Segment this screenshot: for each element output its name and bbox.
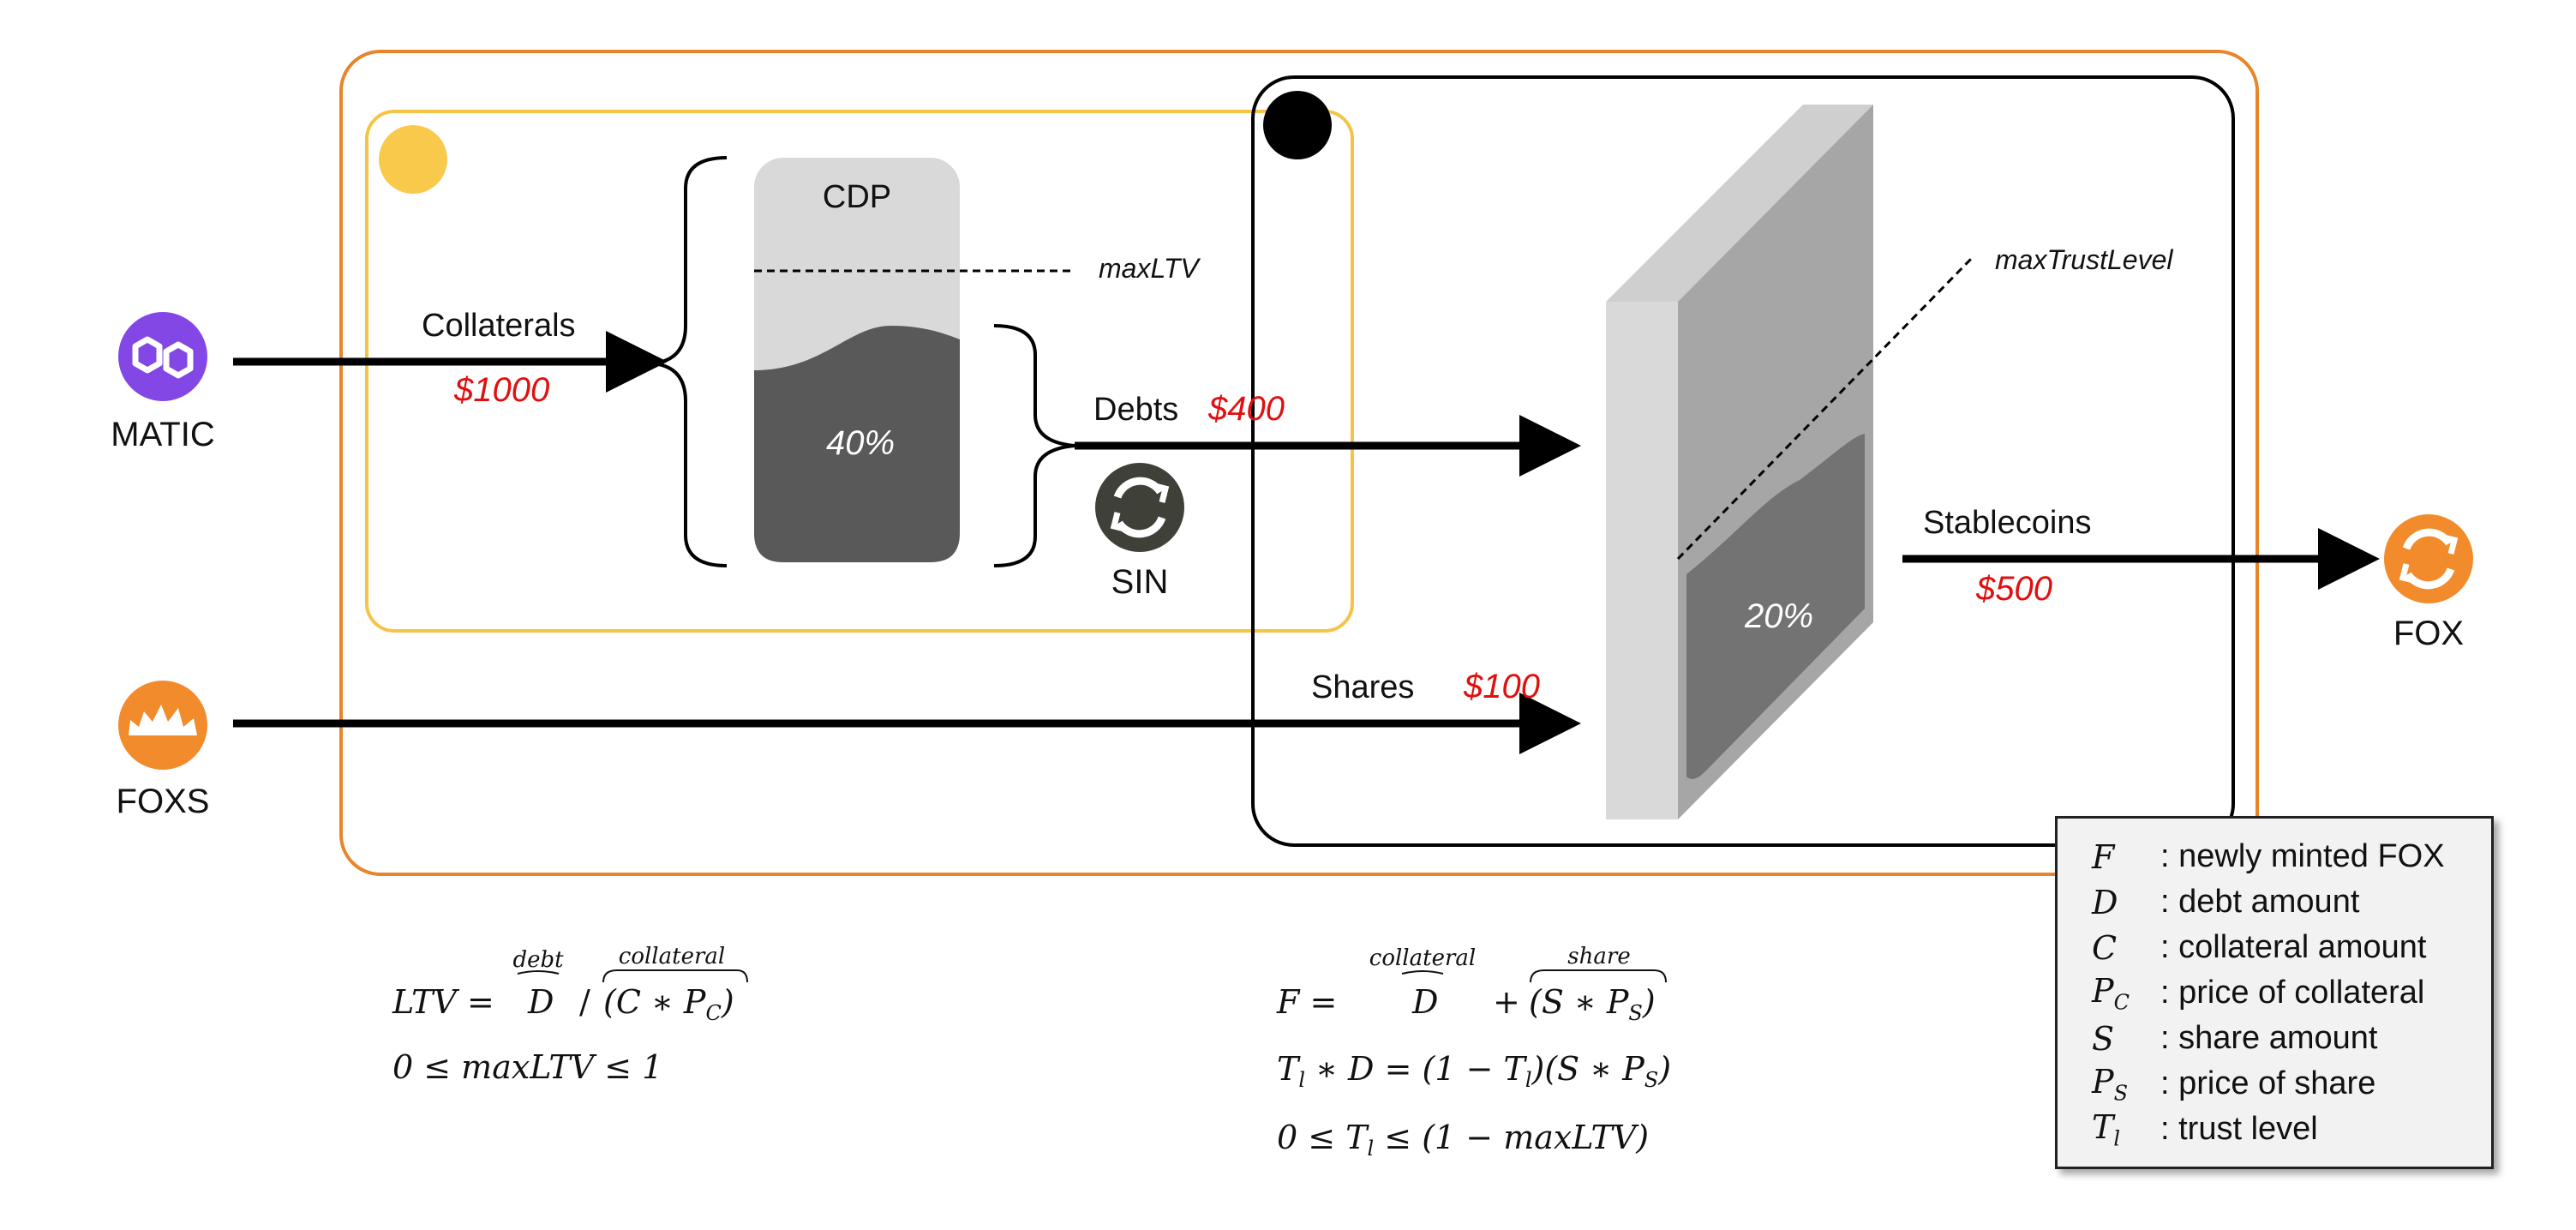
legend-row: S : share amount: [2092, 1016, 2491, 1061]
vault-marker-dot: [1263, 91, 1332, 159]
vault-frame: [1251, 75, 2235, 847]
fox-formula: F = collateral D + share (S ∗ PS) Tl ∗ D…: [1276, 944, 1671, 1161]
sin-icon: [1095, 463, 1184, 552]
legend-symbol-letter: S: [2092, 1019, 2115, 1058]
cdp-debt-fill: [754, 326, 960, 562]
ltv-debt-overlabel: debt: [512, 947, 564, 973]
legend-row: F : newly minted FOX: [2092, 834, 2491, 879]
svg-text:+: +: [1493, 983, 1520, 1021]
svg-text:0 ≤ maxLTV ≤ 1: 0 ≤ maxLTV ≤ 1: [392, 1048, 662, 1086]
max-trust-line: [1676, 255, 1974, 561]
legend-row: C : collateral amount: [2092, 925, 2491, 970]
svg-text:D: D: [527, 983, 554, 1021]
legend-description: : share amount: [2160, 1020, 2378, 1056]
cdp-title: CDP: [823, 179, 891, 215]
vault-fill: [1686, 434, 1865, 779]
shares-label: Shares: [1311, 669, 1414, 705]
legend-description: : trust level: [2160, 1111, 2318, 1147]
max-ltv-label: maxLTV: [1099, 253, 1201, 284]
max-trust-label: maxTrustLevel: [1995, 244, 2173, 275]
debt-brace: [993, 324, 1075, 567]
ltv-collateral-overlabel: collateral: [619, 944, 725, 969]
fox-icon: [2384, 514, 2473, 603]
legend-symbol: F: [2092, 838, 2160, 876]
svg-text:F =: F =: [1276, 983, 1337, 1021]
matic-label: MATIC: [111, 416, 214, 453]
stablecoins-value: $500: [1975, 570, 2052, 608]
svg-text:LTV =: LTV =: [392, 983, 494, 1021]
svg-text:(S ∗ PS): (S ∗ PS): [1529, 983, 1656, 1025]
vault-ratio-label: 20%: [1744, 597, 1813, 635]
system-frame: [339, 50, 2259, 876]
cdp-marker-dot: [379, 125, 447, 194]
cdp-ratio-label: 40%: [826, 424, 895, 462]
legend-row: PC: price of collateral: [2092, 970, 2491, 1016]
legend-symbol: PC: [2092, 972, 2160, 1015]
legend-symbol-subscript: l: [2113, 1126, 2121, 1151]
sin-logo-icon: [1110, 477, 1170, 538]
stablecoins-label: Stablecoins: [1923, 505, 2091, 541]
legend-symbol-subscript: S: [2113, 1081, 2129, 1106]
collaterals-value: $1000: [453, 371, 549, 409]
f-collateral-overlabel: collateral: [1369, 945, 1476, 971]
debts-value: $400: [1207, 390, 1285, 428]
legend-symbol-letter: T: [2092, 1107, 2114, 1146]
svg-text:D: D: [1411, 983, 1438, 1021]
fox-label: FOX: [2393, 615, 2464, 652]
legend-row: Tl: trust level: [2092, 1107, 2491, 1152]
collaterals-label: Collaterals: [422, 308, 576, 344]
legend-symbol: D: [2092, 884, 2160, 921]
legend-symbol: C: [2092, 929, 2160, 967]
debts-label: Debts: [1093, 392, 1178, 428]
flame-logo-icon: [129, 705, 197, 735]
legend-description: : newly minted FOX: [2160, 838, 2445, 874]
legend-symbol: PS: [2092, 1063, 2160, 1106]
cdp-frame: [365, 110, 1354, 633]
legend-description: : debt amount: [2160, 884, 2360, 920]
legend-symbol-letter: P: [2092, 1062, 2114, 1101]
legend-description: : price of collateral: [2160, 975, 2425, 1011]
legend-symbol-letter: C: [2092, 928, 2118, 967]
legend-symbol-letter: D: [2092, 883, 2118, 921]
fox-logo-icon: [2399, 528, 2459, 590]
ltv-formula: LTV = debt D / collateral (C ∗ PC) 0 ≤ m…: [392, 944, 748, 1086]
legend-symbol-subscript: C: [2113, 990, 2130, 1015]
svg-text:0 ≤ Tl ≤ (1 − maxLTV): 0 ≤ Tl ≤ (1 − maxLTV): [1277, 1119, 1649, 1161]
legend-description: : collateral amount: [2160, 929, 2427, 965]
legend-description: : price of share: [2160, 1065, 2376, 1101]
matic-icon: [118, 312, 207, 401]
legend-symbol: S: [2092, 1020, 2160, 1058]
svg-text:(C ∗ PC): (C ∗ PC): [603, 983, 734, 1025]
legend-symbol: Tl: [2092, 1108, 2160, 1151]
legend-symbol-letter: F: [2092, 837, 2115, 876]
f-share-overlabel: share: [1567, 944, 1630, 969]
legend-row: PS: price of share: [2092, 1061, 2491, 1107]
polygon-logo-icon: [132, 336, 194, 379]
svg-text:Tl ∗ D = (1 − Tl)(S ∗ PS): Tl ∗ D = (1 − Tl)(S ∗ PS): [1277, 1050, 1671, 1092]
legend-symbol-letter: P: [2092, 971, 2114, 1010]
vault-slab-side: [1606, 302, 1678, 819]
sin-label: SIN: [1111, 563, 1169, 601]
collateral-brace: [652, 156, 728, 567]
vault-slab-top-edge: [1606, 105, 1873, 302]
shares-value: $100: [1463, 668, 1540, 705]
foxs-label: FOXS: [117, 783, 210, 820]
svg-text:/: /: [579, 983, 590, 1021]
legend-row: D : debt amount: [2092, 879, 2491, 925]
